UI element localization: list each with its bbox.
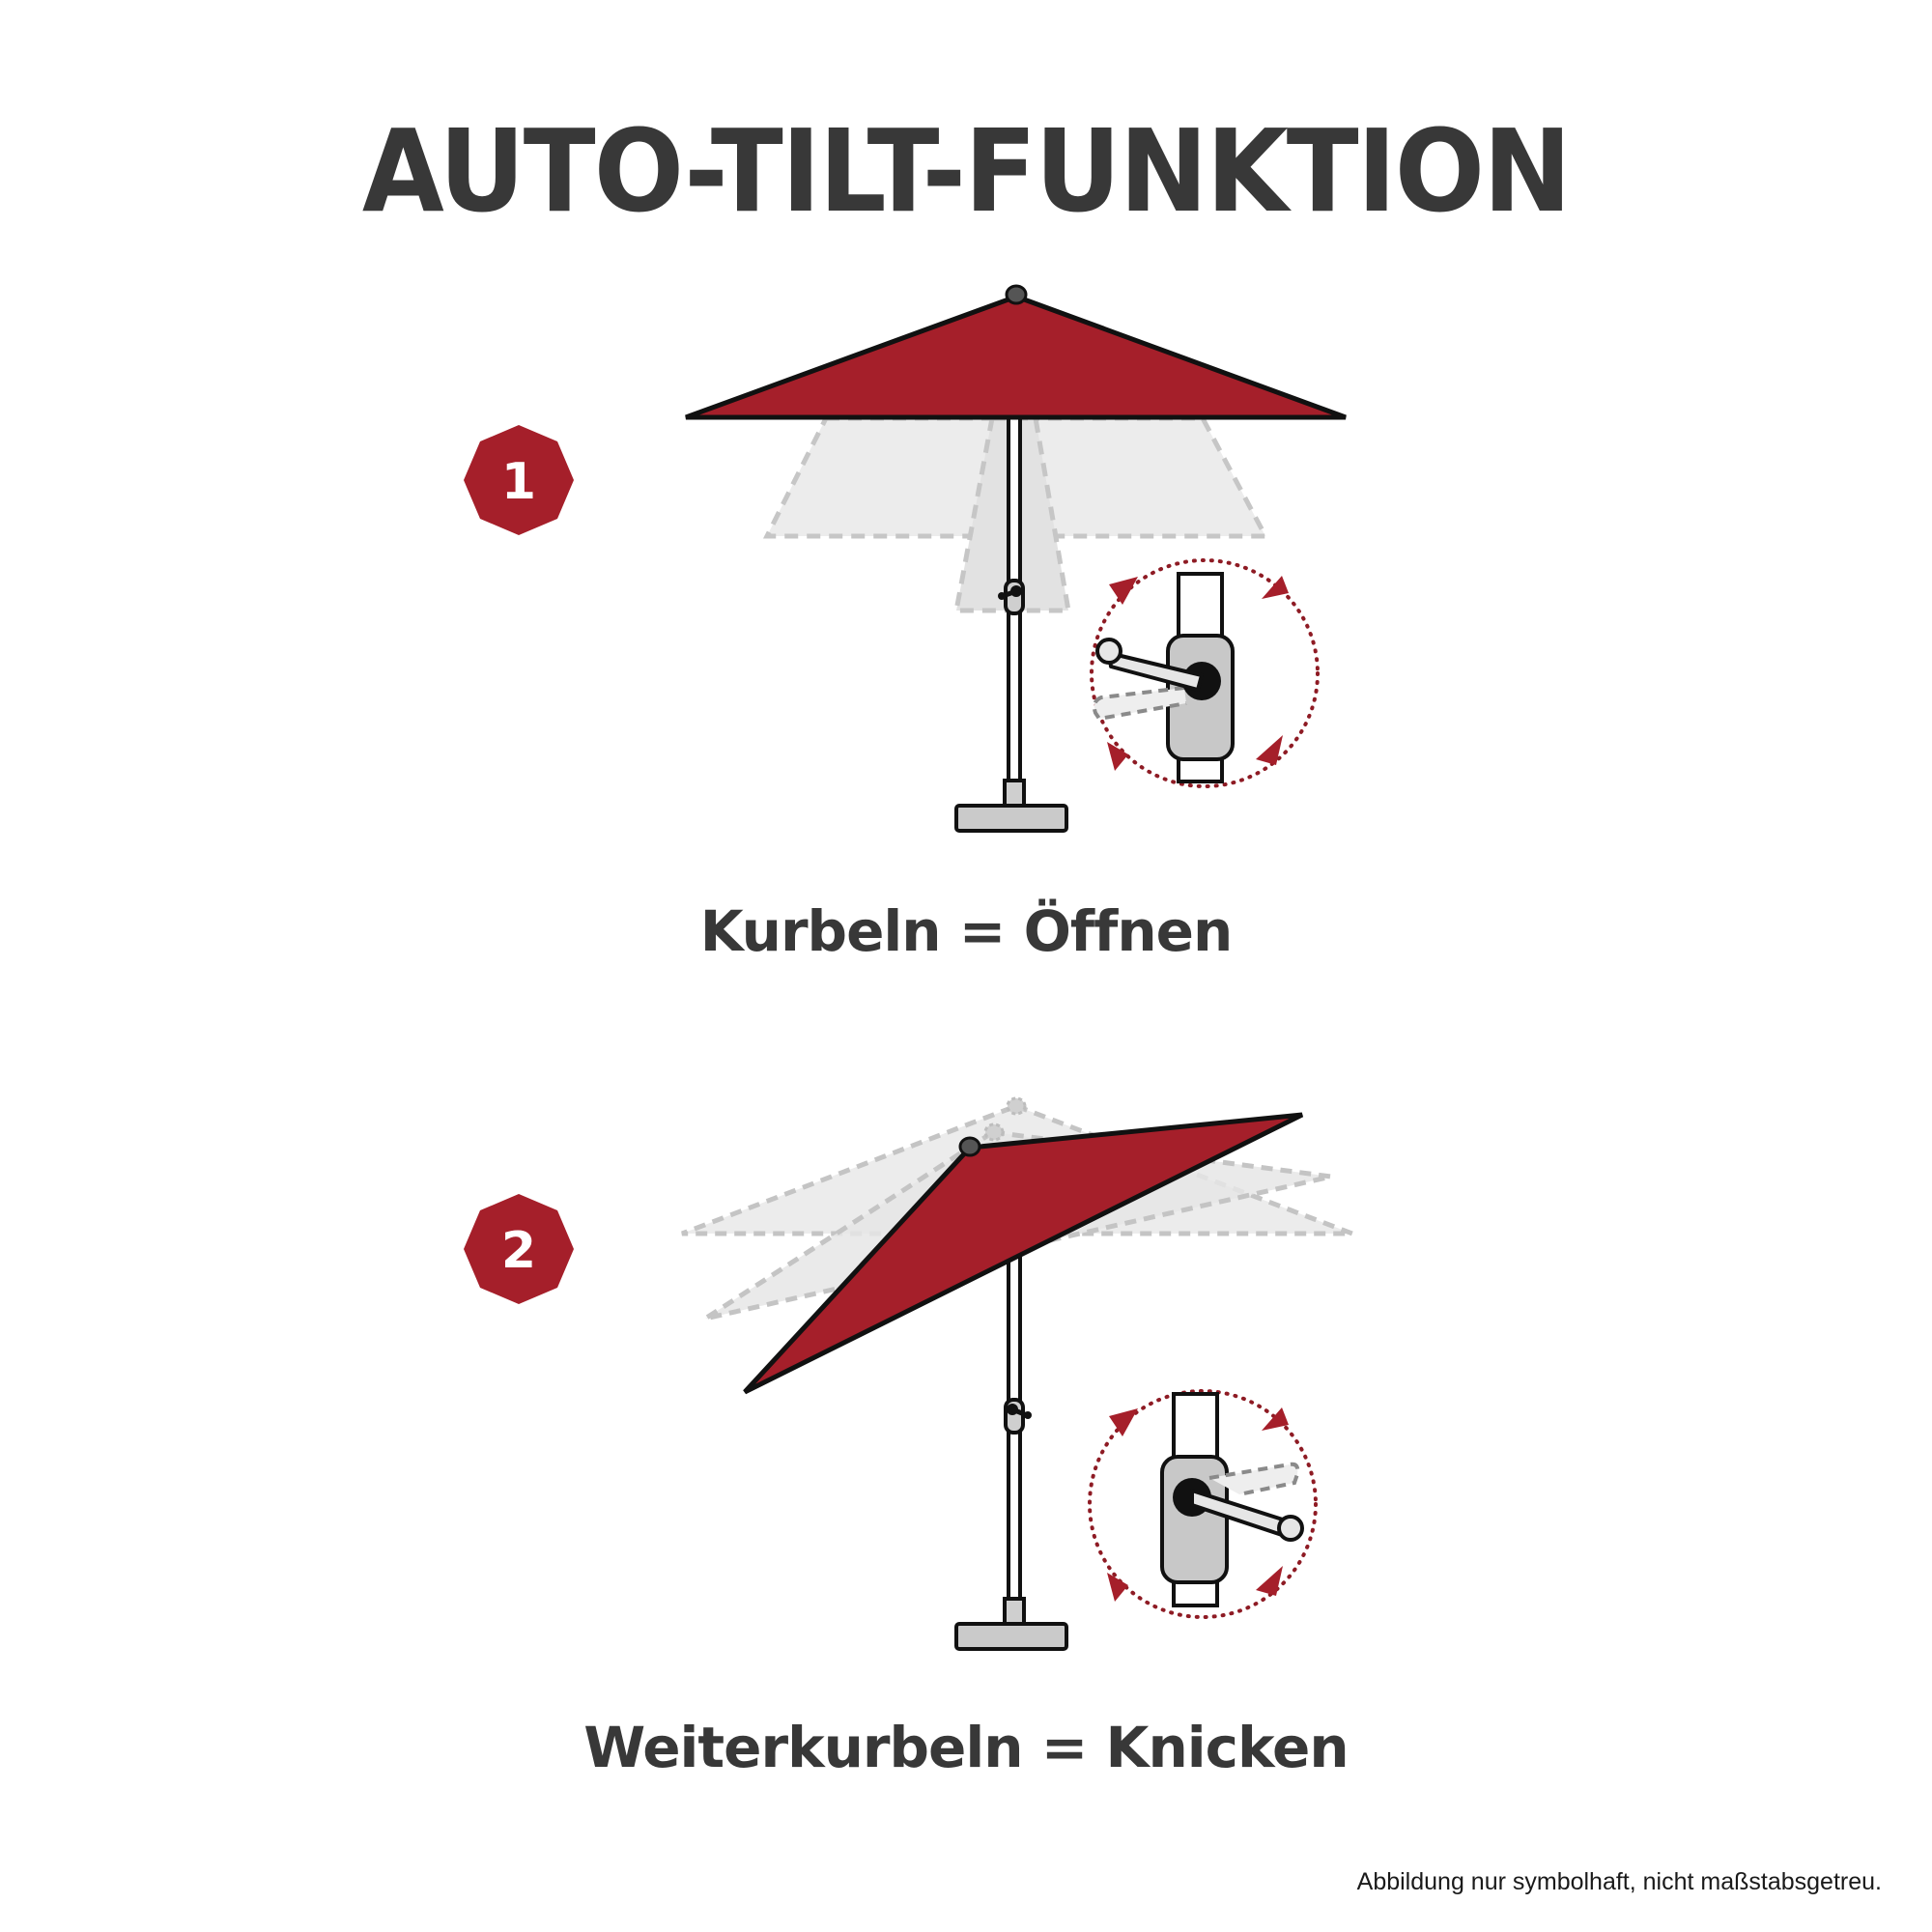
step-1-caption: Kurbeln = Öffnen	[699, 898, 1234, 964]
canopy-tilted	[743, 1112, 1304, 1395]
step-2-badge	[464, 1194, 574, 1304]
umbrella-1-illustration	[685, 284, 1347, 833]
octagon-badge-icon	[464, 1194, 574, 1304]
rotation-arrow-icon	[1107, 1573, 1128, 1602]
rotation-arrow-icon	[1262, 1407, 1289, 1431]
step-2-number: 2	[501, 1222, 536, 1280]
rotation-arrow-icon	[1256, 1566, 1283, 1596]
base-collar	[1003, 779, 1026, 809]
rotation-arrow-icon	[1256, 735, 1283, 765]
canopy-finial	[958, 1136, 981, 1157]
canopy-open	[685, 294, 1347, 420]
rotation-arrow-icon	[1107, 742, 1128, 771]
umbrella-base	[954, 1622, 1068, 1651]
rotation-arrow-icon	[1109, 577, 1138, 605]
canopy-finial	[1005, 284, 1028, 305]
page-title: AUTO-TILT-FUNKTION	[361, 104, 1572, 238]
umbrella-2-illustration	[681, 1096, 1353, 1651]
base-collar	[1003, 1597, 1026, 1627]
umbrella-base	[954, 804, 1068, 833]
crank-inset-2	[1088, 1389, 1318, 1619]
crank-handle-knob	[1277, 1515, 1304, 1542]
crank-inset-1	[1090, 558, 1320, 788]
octagon-badge-icon	[464, 425, 574, 535]
rotation-dotted-circle	[1090, 558, 1320, 788]
step-1-badge	[464, 425, 574, 535]
step-2-caption: Weiterkurbeln = Knicken	[583, 1715, 1349, 1780]
step-1-number: 1	[501, 453, 536, 511]
disclaimer-footnote: Abbildung nur symbolhaft, nicht maßstabs…	[1356, 1868, 1882, 1895]
rotation-arrow-icon	[1262, 576, 1289, 599]
crank-handle-knob	[1095, 638, 1122, 665]
rotation-dotted-circle	[1088, 1389, 1318, 1619]
crank-collar	[1004, 579, 1025, 615]
rotation-arrow-icon	[1109, 1408, 1138, 1436]
